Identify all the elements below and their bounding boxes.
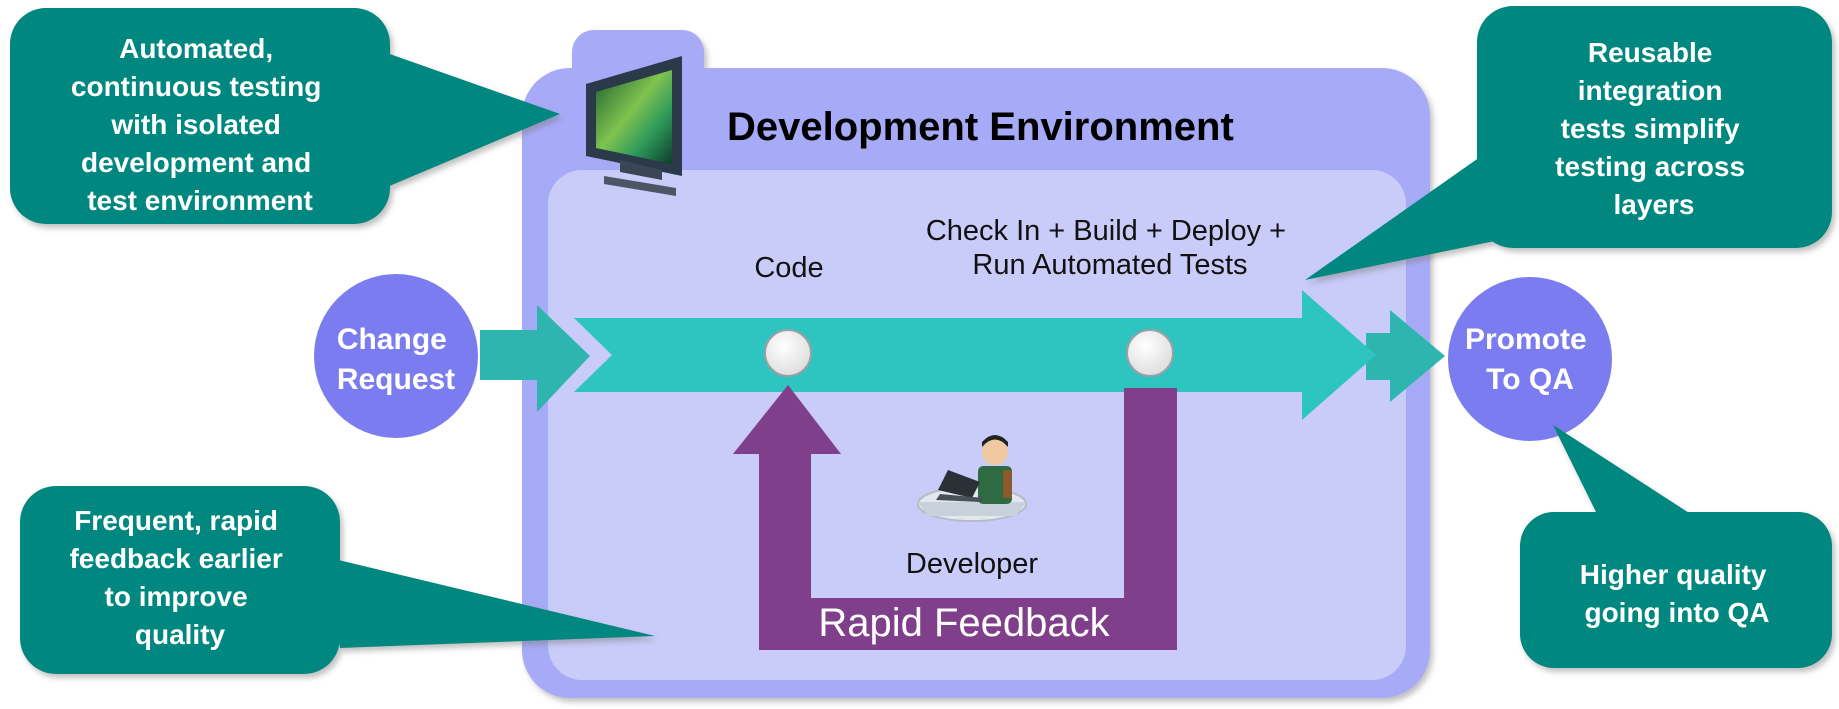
- developer-label: Developer: [906, 548, 1039, 580]
- build-stage-label-line: Run Automated Tests: [972, 249, 1247, 281]
- callout-bottom-left: [20, 486, 655, 674]
- callout-bottom-right: [1520, 425, 1832, 668]
- callout-top-right-line: testing across: [1555, 151, 1745, 182]
- build-stage-label-line: Check In + Build + Deploy +: [926, 215, 1286, 247]
- callout-top-left: [10, 8, 560, 224]
- build-stage-dot: [1126, 329, 1174, 377]
- change-request-label: Change Request: [337, 323, 455, 396]
- change-request-label-line: Change: [337, 323, 447, 356]
- monitor-icon: [586, 56, 682, 196]
- callout-top-left-line: continuous testing: [71, 71, 321, 102]
- code-stage-dot: [764, 329, 812, 377]
- callout-bottom-right-text: Higher quality going into QA: [1580, 559, 1774, 628]
- flow-arrow: [574, 290, 1376, 420]
- callout-bottom-left-line: quality: [135, 619, 226, 650]
- change-request-node: Change Request: [314, 274, 478, 438]
- callout-top-left-line: with isolated: [110, 109, 281, 140]
- environment-title: Development Environment: [727, 105, 1234, 149]
- callout-top-left-line: test environment: [87, 185, 313, 216]
- promote-to-qa-label: Promote To QA: [1465, 323, 1595, 396]
- developer-at-desk-icon: [917, 435, 1027, 522]
- callout-bottom-left-line: to improve: [105, 581, 248, 612]
- callout-top-right-line: Reusable: [1588, 37, 1713, 68]
- callout-top-right-text: Reusable integration tests simplify test…: [1555, 37, 1753, 220]
- callout-bottom-left-line: Frequent, rapid: [74, 505, 278, 536]
- callout-top-left-line: Automated,: [119, 33, 273, 64]
- callout-bottom-left-line: feedback earlier: [69, 543, 282, 574]
- change-request-label-line: Request: [337, 363, 455, 396]
- callout-top-right-line: integration: [1578, 75, 1723, 106]
- callout-bottom-left-text: Frequent, rapid feedback earlier to impr…: [69, 505, 290, 650]
- feedback-arrow: [733, 385, 1177, 650]
- promote-to-qa-node: Promote To QA: [1448, 277, 1612, 441]
- promote-to-qa-label-line: Promote: [1465, 323, 1587, 356]
- output-arrow: [1366, 310, 1445, 402]
- promote-to-qa-label-line: To QA: [1486, 363, 1574, 396]
- callout-bottom-right-line: Higher quality: [1580, 559, 1767, 590]
- build-stage-label: Check In + Build + Deploy + Run Automate…: [926, 215, 1294, 281]
- input-arrow: [480, 305, 590, 412]
- callout-top-right-line: layers: [1614, 189, 1695, 220]
- callout-top-left-text: Automated, continuous testing with isola…: [71, 33, 329, 216]
- callout-top-right-line: tests simplify: [1561, 113, 1740, 144]
- feedback-label: Rapid Feedback: [818, 601, 1110, 645]
- callout-top-left-line: development and: [81, 147, 311, 178]
- callout-bottom-right-line: going into QA: [1584, 597, 1769, 628]
- code-stage-label: Code: [754, 252, 823, 284]
- callout-top-right: [1305, 6, 1832, 280]
